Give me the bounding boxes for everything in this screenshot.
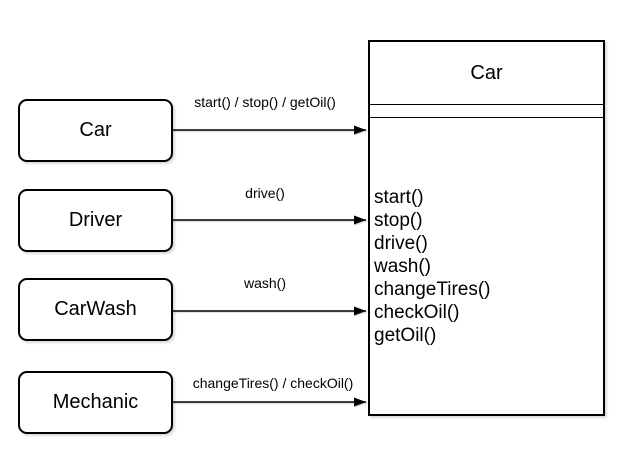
edge-label-carwash-message: wash() xyxy=(241,275,289,291)
method-item: wash() xyxy=(374,255,432,277)
method-item: stop() xyxy=(374,209,423,231)
class-title: Car xyxy=(370,42,603,105)
method-item: changeTires() xyxy=(374,278,491,300)
actor-label-car: Car xyxy=(79,119,112,141)
actor-box-carwash: CarWash xyxy=(18,278,173,341)
edge-label-driver-message: drive() xyxy=(243,185,287,201)
actor-label-mechanic: Mechanic xyxy=(52,391,139,413)
actor-box-car: Car xyxy=(18,99,173,162)
method-item: getOil() xyxy=(374,324,437,346)
class-methods-list: start() stop() drive() wash() changeTire… xyxy=(370,118,603,414)
edge-label-mechanic-messages: changeTires() / checkOil() xyxy=(190,375,356,391)
method-item: drive() xyxy=(374,232,428,254)
actor-label-carwash: CarWash xyxy=(54,298,137,320)
class-box-car: Car start() stop() drive() wash() change… xyxy=(368,40,605,416)
method-item: checkOil() xyxy=(374,301,460,323)
edge-label-car-messages: start() / stop() / getOil() xyxy=(192,94,338,110)
method-item: start() xyxy=(374,186,424,208)
actor-box-driver: Driver xyxy=(18,189,173,252)
actor-label-driver: Driver xyxy=(68,209,123,231)
class-attributes-compartment xyxy=(370,105,603,118)
actor-box-mechanic: Mechanic xyxy=(18,371,173,434)
